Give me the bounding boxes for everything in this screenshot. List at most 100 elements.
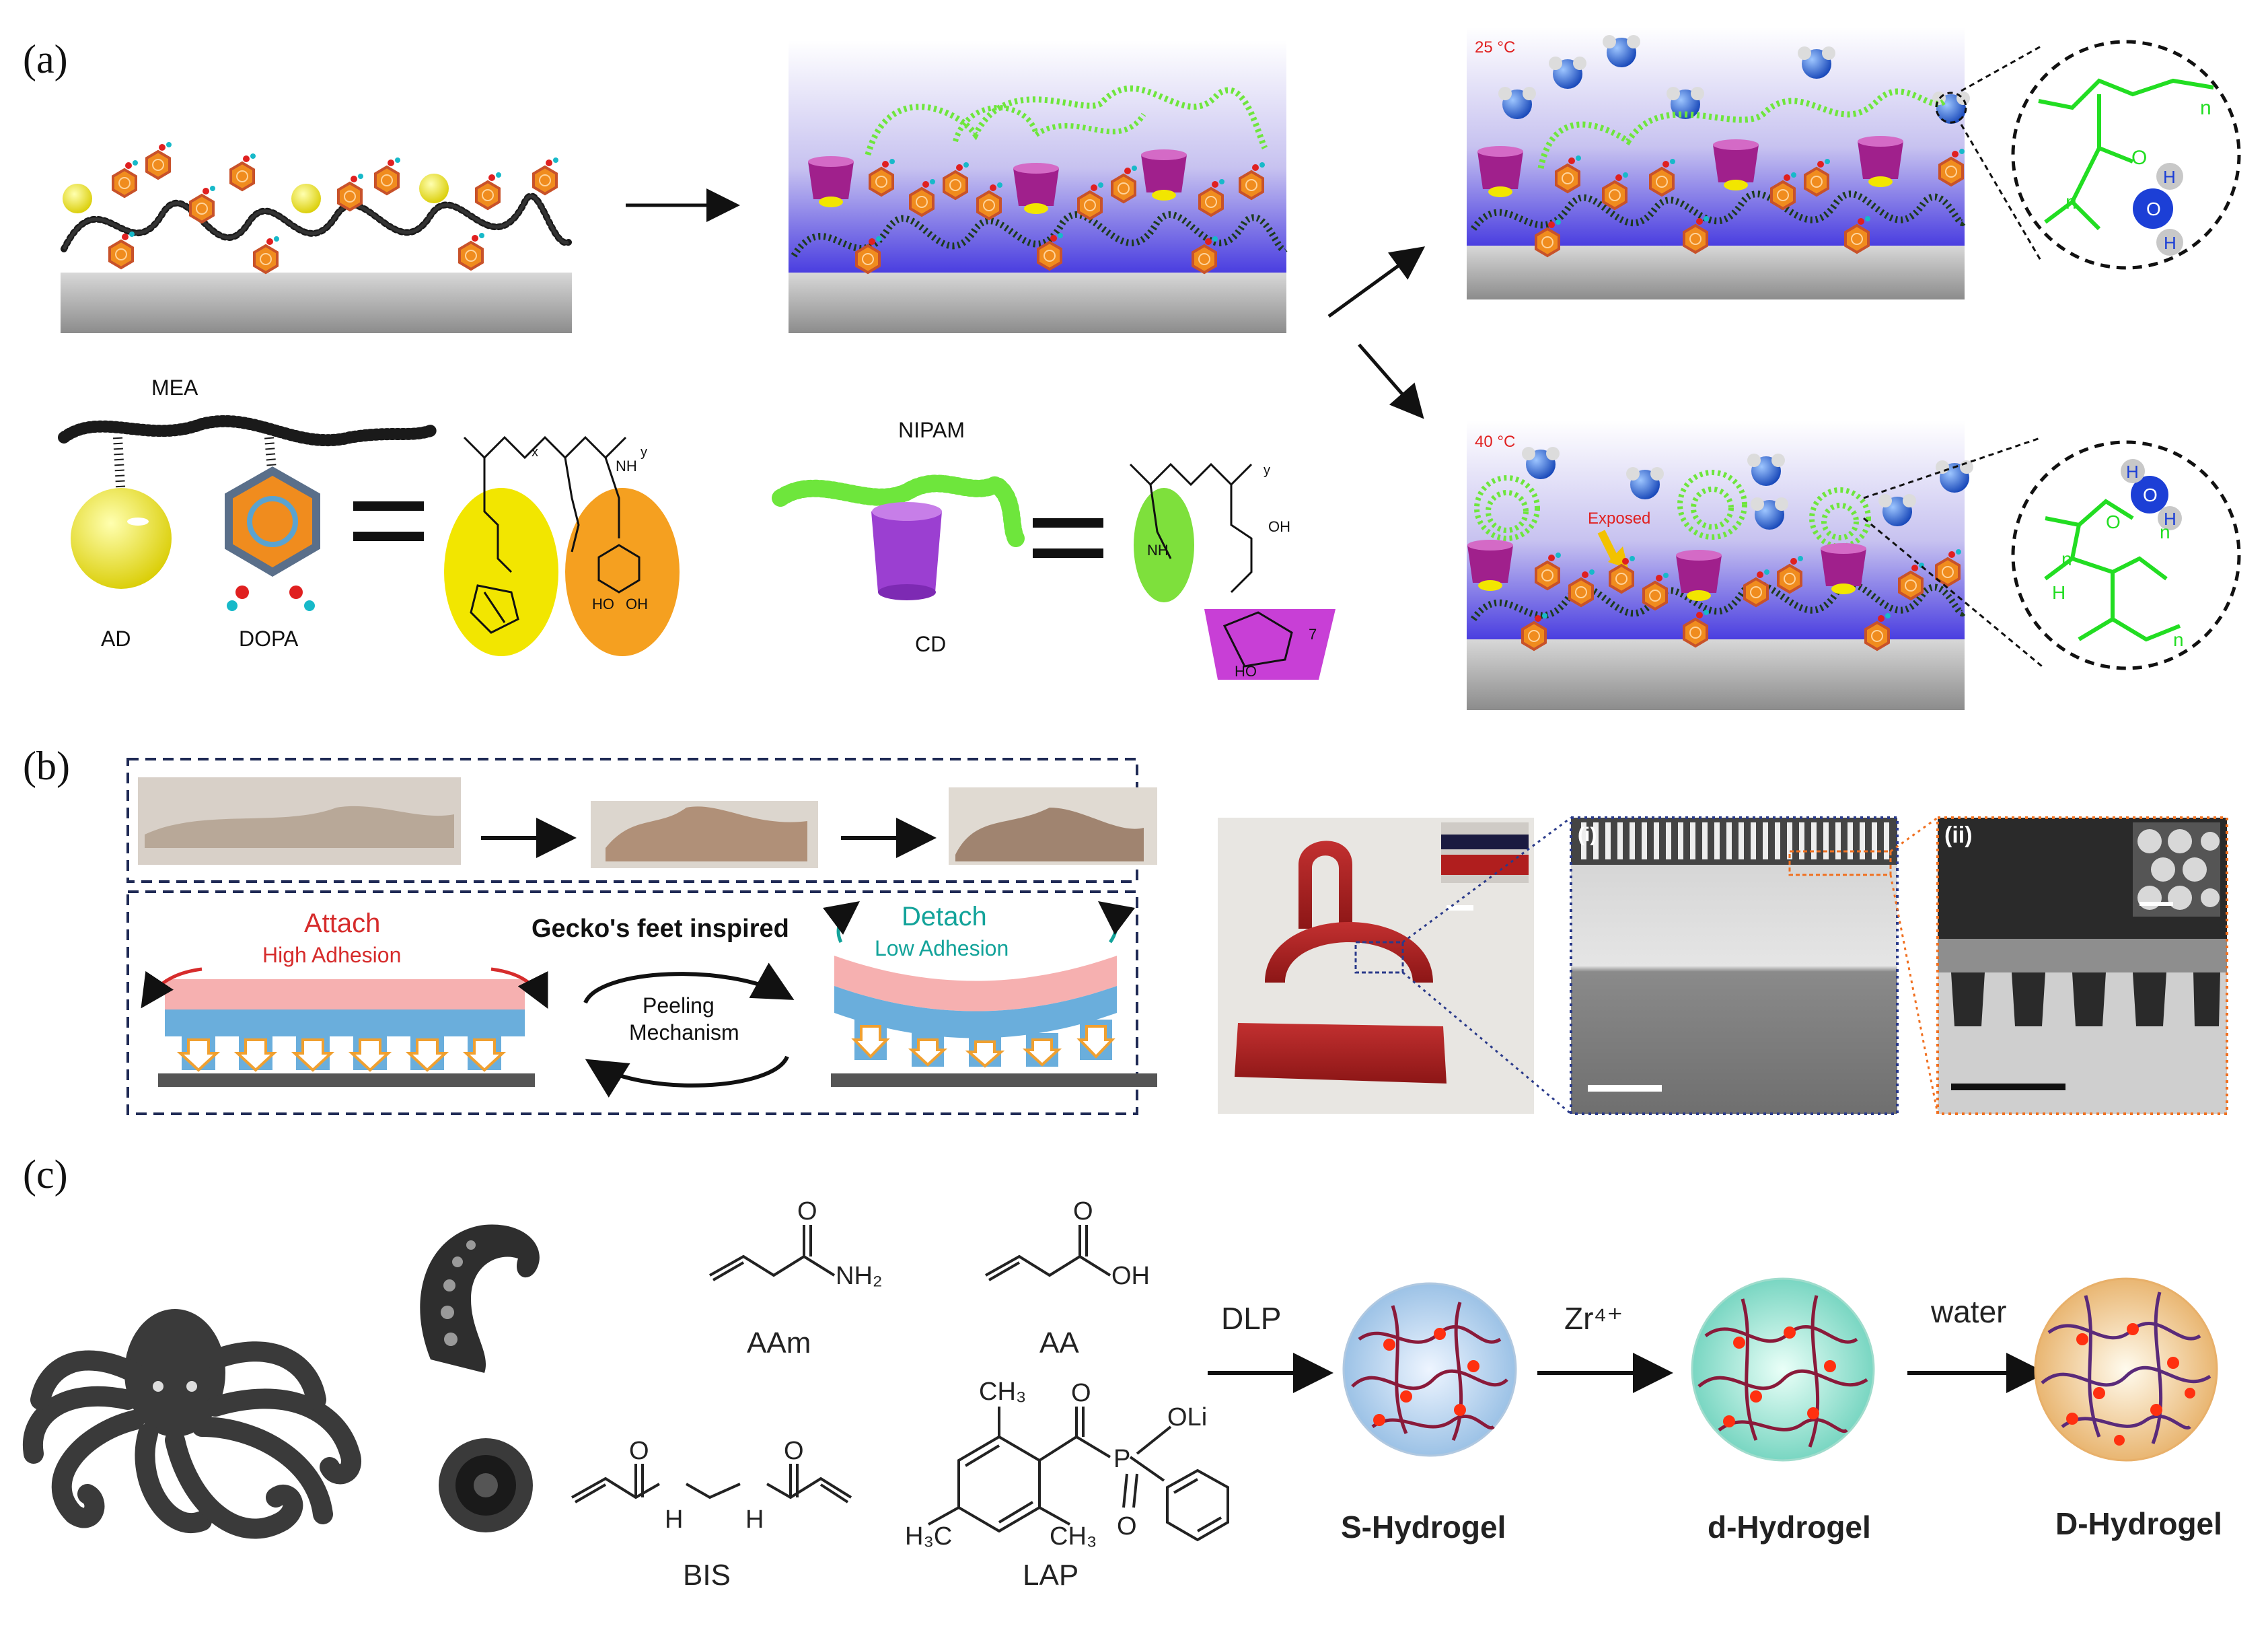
lap-ch3-bottom: CH₃: [1050, 1522, 1097, 1551]
mea-label: MEA: [151, 376, 198, 400]
sem-image-ii: (ii): [1889, 816, 2228, 1115]
chem-o2-bot: O: [2106, 511, 2121, 532]
gecko-photo-sequence: [138, 777, 1157, 868]
low-adhesion-label: Low Adhesion: [875, 936, 1009, 960]
sucker-illustration: [439, 1438, 533, 1532]
temp-25c: 25 °C: [1475, 38, 1515, 57]
d-hydrogel-small-label: d-Hydrogel: [1708, 1510, 1871, 1545]
aa-oh: OH: [1111, 1262, 1150, 1290]
chem-o2-top: O: [2146, 199, 2161, 219]
aa-o: O: [1073, 1197, 1093, 1226]
octopus-illustration: [22, 1309, 361, 1539]
lap-h3c: H₃C: [905, 1522, 952, 1551]
nipam-cd-chemical-structure: NH OH HO 7 y: [1129, 462, 1336, 680]
nipam-cd-layer: [789, 40, 1288, 333]
detach-label: Detach: [902, 902, 987, 931]
lap-o2: O: [1117, 1512, 1137, 1540]
mechanism-label: Mechanism: [629, 1020, 739, 1044]
bis-o1: O: [629, 1437, 649, 1465]
lap-label: LAP: [1023, 1559, 1078, 1592]
chem-seven: 7: [1309, 626, 1317, 643]
arrow-a2: [1327, 246, 1426, 318]
nipam-label: NIPAM: [898, 418, 965, 442]
chem-n3-bot: n: [2173, 629, 2184, 650]
exposed-label: Exposed: [1588, 509, 1650, 528]
peeling-cycle: Peeling Mechanism: [583, 962, 795, 1098]
aam-label: AAm: [747, 1326, 811, 1359]
chem-nh-mea: NH: [616, 458, 637, 474]
lap-oli: OLi: [1167, 1403, 1207, 1431]
chem-n-top: n: [2200, 97, 2211, 119]
bis-h2: H: [745, 1505, 764, 1534]
panel-b-label: (b): [23, 744, 70, 788]
sem-i-label: (i): [1578, 824, 1597, 846]
chem-n2-bot: n: [2160, 522, 2170, 542]
chem-h2-bot: H: [2164, 509, 2176, 529]
bis-label: BIS: [683, 1559, 731, 1592]
equals-sign-a2: [1033, 518, 1103, 558]
attach-structure: [141, 967, 548, 1087]
chem-n2-top: n: [2065, 191, 2077, 213]
chem-oh-nipam: OH: [1268, 518, 1290, 535]
bis-structure: [571, 1464, 852, 1503]
water-label: water: [1930, 1294, 2006, 1329]
ad-label: AD: [101, 627, 131, 651]
s-hydrogel-network: [1342, 1282, 1517, 1457]
state-40c: 40 °C Exposed: [1467, 421, 2043, 710]
bis-h1: H: [665, 1505, 683, 1534]
zoom-hbond-40c: H O H n H O n n: [2011, 440, 2241, 670]
sem-ii-label: (ii): [1944, 822, 1973, 848]
high-adhesion-label: High Adhesion: [262, 943, 401, 967]
chem-h2-top: H: [2164, 233, 2176, 253]
detach-structure: [823, 900, 1157, 1087]
chem-y: y: [641, 445, 647, 460]
lap-o: O: [1071, 1379, 1091, 1407]
s-hydrogel-label: S-Hydrogel: [1341, 1510, 1506, 1545]
nipam-cd-cartoon: [772, 474, 1025, 600]
hydrogel-photo: [1218, 818, 1534, 1114]
zoom-hbond-25c: n O n H O H: [2011, 40, 2241, 270]
d-hydrogel-small-network: [1691, 1277, 1875, 1462]
panel-a-label: (a): [23, 37, 68, 81]
chem-oh: OH: [626, 596, 648, 612]
state-25c: 25 °C: [1467, 27, 2043, 299]
sem-image-i: (i): [1402, 816, 1899, 1115]
mea-coated-substrate: [61, 141, 572, 333]
attach-label: Attach: [304, 909, 380, 938]
lap-ch3-top: CH₃: [979, 1378, 1026, 1406]
temp-40c: 40 °C: [1475, 433, 1515, 451]
aa-label: AA: [1039, 1326, 1079, 1359]
lap-p: P: [1113, 1445, 1130, 1473]
dopa-label: DOPA: [239, 627, 299, 651]
equals-sign-a1: [353, 501, 424, 541]
chem-h-top: H: [2163, 167, 2176, 187]
chem-h-bot: H: [2126, 462, 2139, 482]
bis-o2: O: [784, 1437, 804, 1465]
aam-nh2: NH₂: [836, 1262, 883, 1290]
cd-label: CD: [915, 632, 946, 656]
d-hydrogel-network: [2034, 1277, 2218, 1462]
aam-o: O: [797, 1197, 817, 1226]
chem-o-bot: O: [2143, 485, 2158, 505]
chem-ho-cd: HO: [1235, 663, 1257, 680]
panel-c-label: (c): [23, 1152, 68, 1197]
d-hydrogel-label: D-Hydrogel: [2055, 1506, 2222, 1541]
lap-structure: [928, 1407, 1229, 1542]
aa-structure: [985, 1225, 1111, 1281]
chem-y-nipam: y: [1264, 463, 1270, 478]
aam-structure: [709, 1225, 836, 1281]
gecko-inspired-label: Gecko's feet inspired: [532, 915, 789, 943]
chem-x: x: [532, 445, 538, 460]
dlp-label: DLP: [1221, 1301, 1281, 1336]
tentacle-illustration: [420, 1224, 540, 1373]
chem-o-top: O: [2131, 147, 2147, 169]
chem-h3-bot: H: [2052, 582, 2065, 603]
chem-nh-nipam: NH: [1147, 542, 1169, 559]
zr-label: Zr⁴⁺: [1564, 1301, 1623, 1336]
mea-chemical-structure: NH x y HO OH: [444, 435, 680, 656]
peeling-label: Peeling: [643, 993, 715, 1018]
arrow-a3: [1358, 343, 1424, 419]
chem-n-bot: n: [2061, 548, 2072, 569]
chem-ho: HO: [592, 596, 614, 612]
